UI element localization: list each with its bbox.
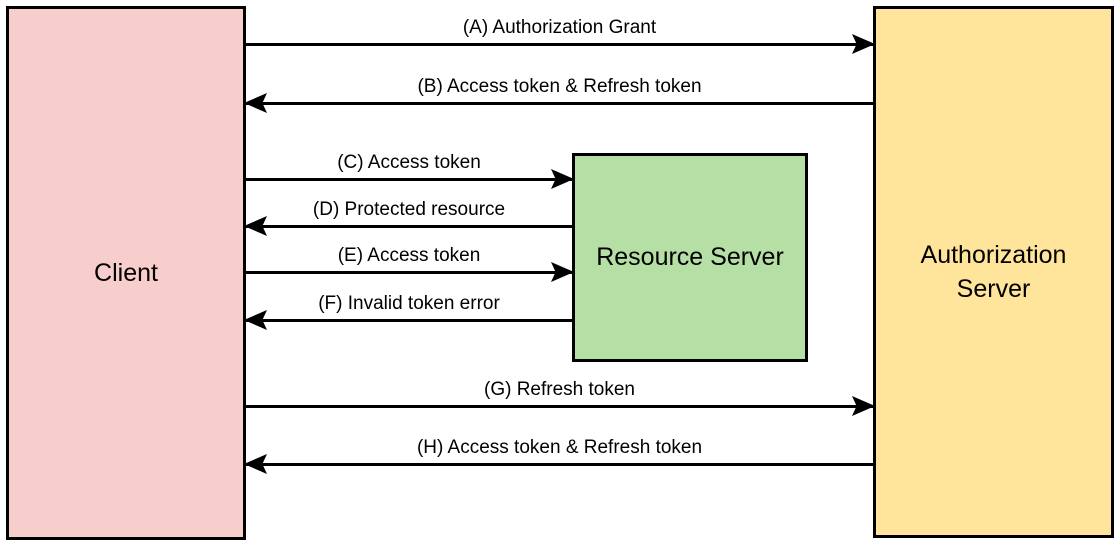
resource-server-node-label: Resource Server — [596, 243, 784, 272]
arrow-e-label: (E) Access token — [337, 245, 481, 266]
arrow-b-line — [246, 101, 873, 105]
arrow-a-label: (A) Authorization Grant — [462, 17, 657, 38]
authorization-server-node-label: Authorization Server — [920, 240, 1067, 304]
arrow-f-line — [246, 318, 572, 322]
authorization-server-node: Authorization Server — [873, 6, 1114, 538]
arrow-d-line — [246, 224, 572, 228]
arrow-f-label: (F) Invalid token error — [318, 293, 500, 314]
arrow-g-line — [246, 404, 873, 408]
arrow-b-label: (B) Access token & Refresh token — [417, 76, 702, 97]
client-node: Client — [6, 6, 246, 540]
arrow-a-line — [246, 42, 873, 46]
arrow-e-line — [246, 270, 572, 274]
arrow-c-line — [246, 177, 572, 181]
resource-server-node: Resource Server — [572, 153, 808, 362]
arrow-h-label: (H) Access token & Refresh token — [416, 437, 703, 458]
arrow-g-label: (G) Refresh token — [484, 379, 635, 400]
client-node-label: Client — [94, 258, 158, 287]
arrow-c-label: (C) Access token — [337, 152, 481, 173]
arrow-d-label: (D) Protected resource — [312, 199, 506, 220]
arrow-h-line — [246, 462, 873, 466]
